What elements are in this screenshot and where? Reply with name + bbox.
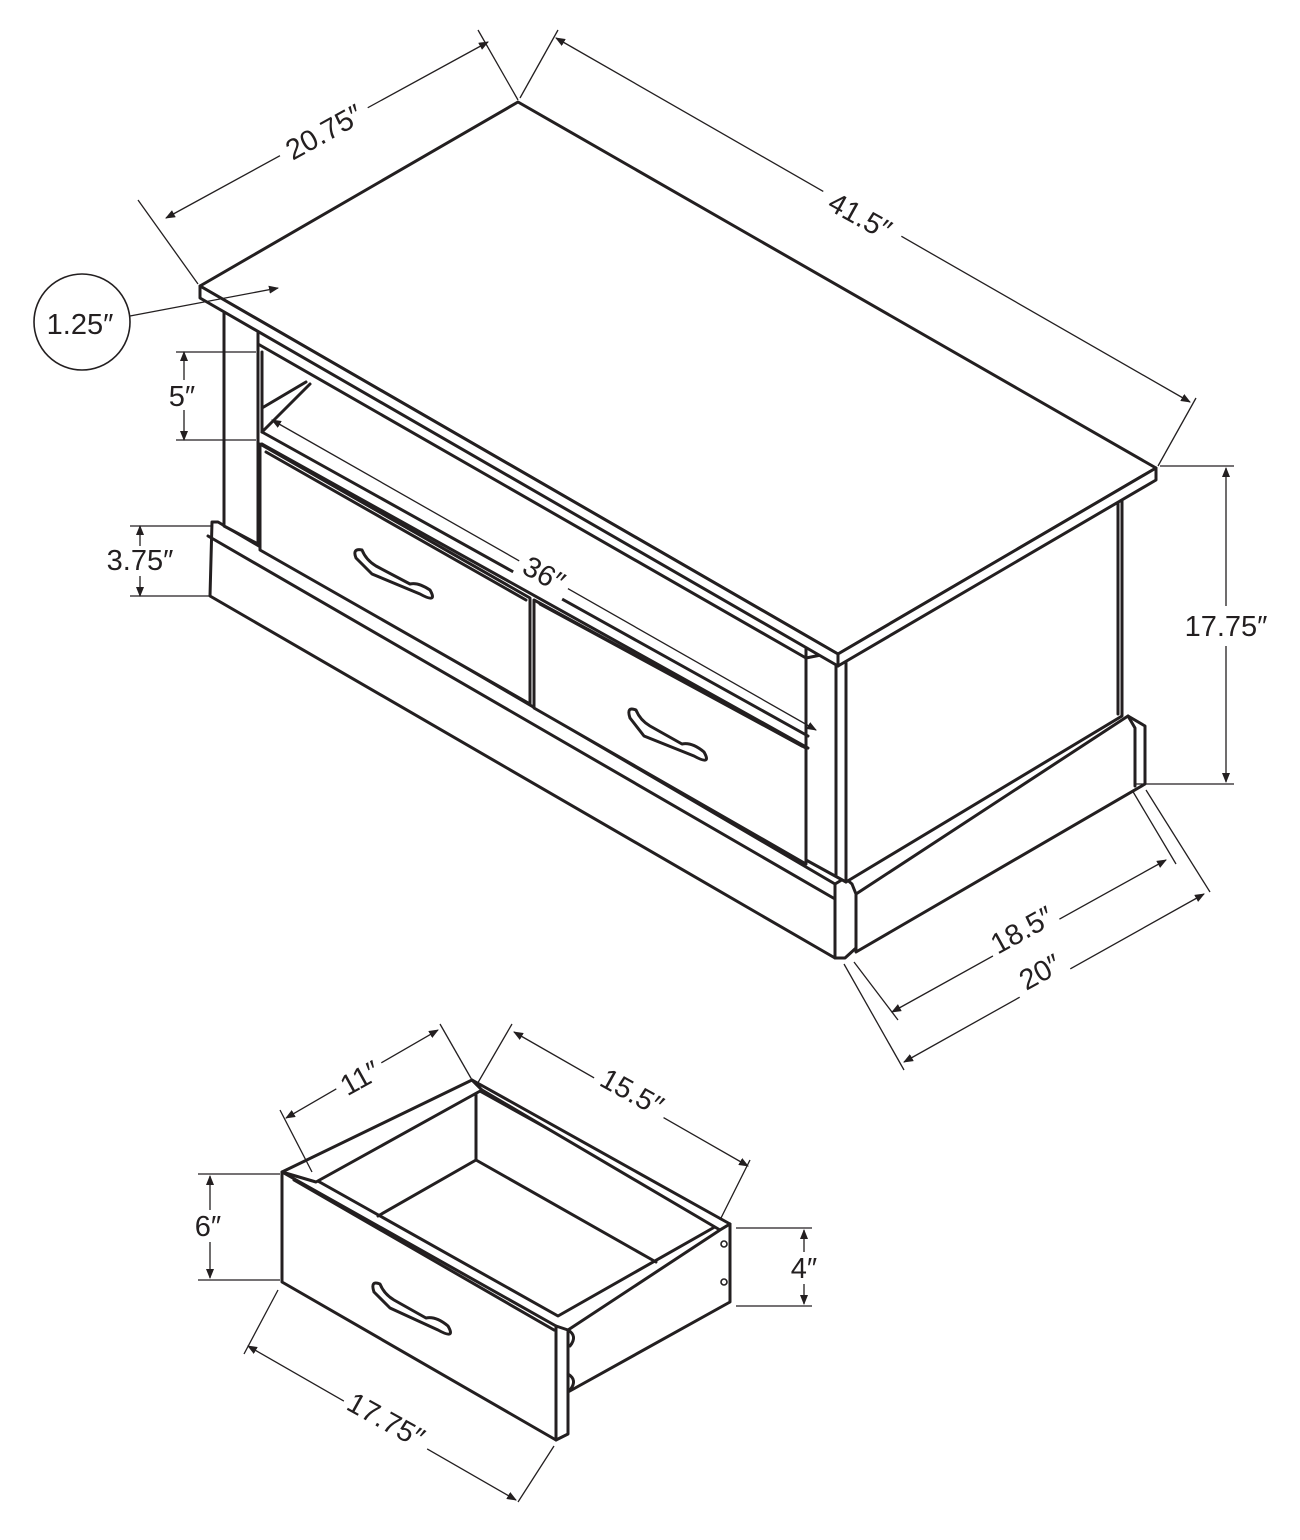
label-drawer-front-height: 6″ [195, 1211, 221, 1243]
label-base-height: 3.75″ [107, 545, 174, 577]
label-drawer-front-width: 17.75″ [342, 1387, 430, 1455]
label-top-thickness: 1.25″ [47, 309, 114, 341]
label-shelf-opening: 5″ [169, 381, 195, 413]
coffee-table [198, 100, 1158, 960]
label-drawer-box-height: 4″ [791, 1253, 817, 1285]
drawer-detail [280, 1078, 732, 1442]
label-overall-height: 17.75″ [1185, 611, 1268, 643]
